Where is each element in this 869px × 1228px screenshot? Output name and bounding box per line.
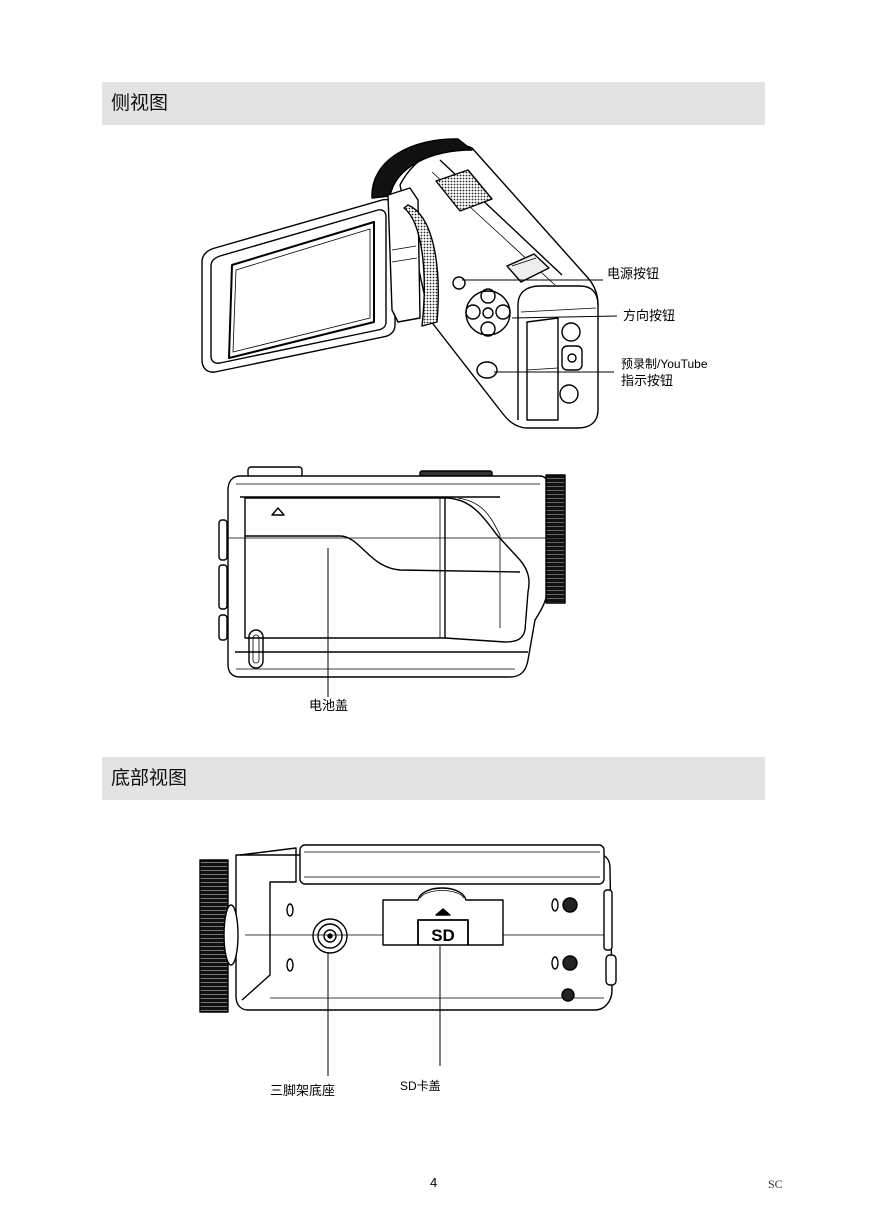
tripod-mount-shape bbox=[312, 918, 348, 954]
section-title: 底部视图 bbox=[111, 768, 188, 789]
power-button-shape bbox=[452, 276, 466, 290]
prerecord-label-line2: 指示按钮 bbox=[621, 373, 674, 388]
lcd-screen bbox=[228, 221, 375, 359]
prerecord-label-line1: 预录制/YouTube bbox=[621, 357, 708, 371]
sd-marking: SD bbox=[431, 926, 455, 945]
screw bbox=[561, 988, 575, 1002]
rear-button-top bbox=[561, 322, 581, 342]
cover-curve bbox=[245, 535, 521, 573]
record-button bbox=[561, 345, 583, 371]
power-button-label: 电源按钮 bbox=[607, 266, 660, 281]
lcd-edge bbox=[299, 844, 605, 885]
sd-triangle-icon bbox=[435, 908, 451, 916]
section-header-side-view: 侧视图 bbox=[102, 82, 765, 125]
lcd-hinge bbox=[387, 187, 421, 323]
side-button-1 bbox=[218, 519, 228, 561]
side-button-3 bbox=[218, 614, 228, 641]
side-mesh bbox=[403, 204, 439, 327]
strap-slot bbox=[248, 629, 264, 669]
lens-barrel bbox=[545, 474, 566, 604]
port-panel bbox=[526, 317, 559, 421]
rear-button-bottom bbox=[559, 384, 579, 404]
speaker-grille bbox=[435, 169, 493, 212]
section-header-bottom-view: 底部视图 bbox=[102, 757, 765, 800]
sd-cover-shape bbox=[382, 887, 504, 946]
battery-cover-shape bbox=[244, 497, 446, 639]
camcorder-open-lcd-drawing bbox=[201, 138, 618, 429]
prerecord-button-shape bbox=[476, 361, 498, 379]
camcorder-bottom-drawing: SD bbox=[199, 844, 617, 1076]
tripod-mount-label: 三脚架底座 bbox=[270, 1083, 336, 1098]
open-triangle-icon bbox=[271, 507, 285, 516]
direction-button-label: 方向按钮 bbox=[623, 308, 676, 323]
side-button-2 bbox=[218, 564, 228, 610]
page-number: 4 bbox=[430, 1175, 438, 1190]
battery-cover-label: 电池盖 bbox=[309, 698, 349, 713]
hinge-notch bbox=[239, 847, 297, 1001]
section-title: 侧视图 bbox=[111, 93, 169, 114]
language-code: SC bbox=[768, 1177, 783, 1191]
screw bbox=[562, 955, 578, 971]
sd-cover-label: SD卡盖 bbox=[400, 1079, 441, 1093]
camcorder-side-drawing bbox=[218, 466, 566, 697]
rear-face bbox=[517, 285, 599, 306]
lens-ring bbox=[371, 138, 473, 199]
direction-button-leader bbox=[511, 315, 618, 319]
grip-outline bbox=[444, 497, 530, 643]
lcd-panel-bezel bbox=[210, 209, 387, 364]
screw bbox=[562, 897, 578, 913]
left-side-button bbox=[223, 904, 239, 966]
zoom-lever bbox=[506, 253, 550, 283]
